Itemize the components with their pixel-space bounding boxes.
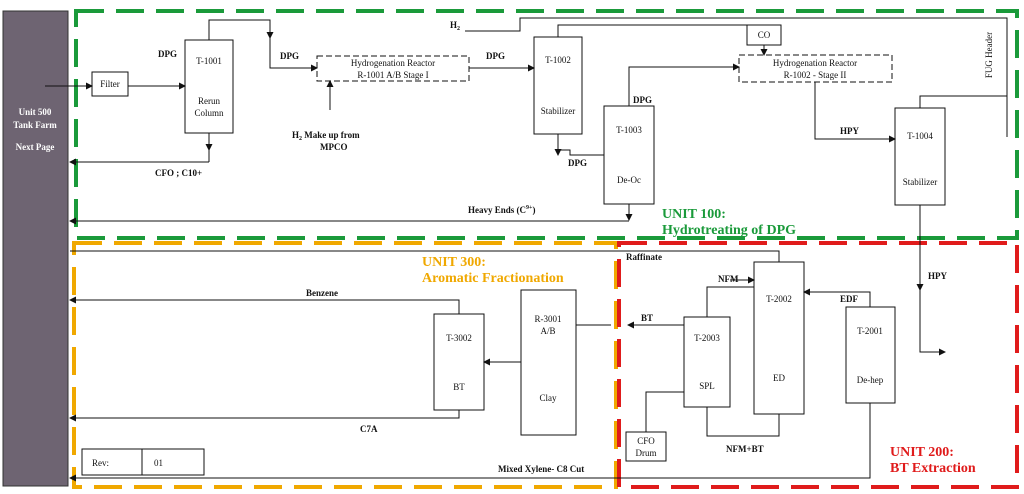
unit-200-title: UNIT 200: [890,445,954,460]
r3001-tag1: R-3001 [535,314,562,324]
tank-farm-line3: Next Page [16,142,55,152]
t2003-tag: T-2003 [694,333,720,343]
column-t2003 [683,316,731,408]
h2-makeup-line2: MPCO [320,142,348,152]
column-t1004 [894,107,946,206]
stream-benzene: Benzene [306,288,338,298]
column-t2002 [753,261,805,415]
stream-bt: BT [641,313,653,323]
reactor-r1001 [316,55,470,82]
stream-heavy-ends: Heavy Ends (C9+) [468,205,535,215]
column-t2001 [845,306,896,404]
stream-hpy-2: HPY [928,271,947,281]
cfo-drum-label2: Drum [636,448,657,458]
h2-makeup-line1: H2 Make up from [292,130,360,142]
r1001-tag: R-1001 A/B Stage I [357,70,428,80]
stream-dpg-2: DPG [486,51,505,61]
t1004-tag: T-1004 [907,131,933,141]
unit-100-title: UNIT 100: [662,207,726,222]
t2001-name: De-hep [857,375,884,385]
stream-dpg-in: DPG [158,49,177,59]
fug-header-label: FUG Header [984,32,994,78]
column-t1002 [533,36,583,135]
rev-value: 01 [154,458,163,468]
stream-raffinate: Raffinate [626,252,662,262]
t1003-name: De-Oc [617,175,641,185]
column-t1003 [603,105,655,205]
clay-treater-r3001 [520,289,577,436]
revision-box [81,448,205,476]
stream-dpg-4: DPG [633,95,652,105]
t1001-tag: T-1001 [196,56,222,66]
t1002-tag: T-1002 [545,55,571,65]
unit-200-boundary [617,241,1019,489]
t2001-tag: T-2001 [857,326,883,336]
unit-100-subtitle: Hydrotreating of DPG [662,223,796,238]
t1001-name1: Rerun [198,96,220,106]
stream-dpg-1: DPG [280,51,299,61]
r1002-name: Hydrogenation Reactor [773,58,857,68]
stream-hpy-1: HPY [840,126,859,136]
column-t3002 [433,313,485,411]
tank-farm-line2: Tank Farm [13,120,57,130]
t2003-name: SPL [699,381,715,391]
stream-nfm: NFM [718,274,739,284]
unit-100-boundary [74,9,1019,240]
co-label: CO [758,30,771,40]
filter-box [91,71,129,97]
r3001-tag2: A/B [540,326,555,336]
h2-top-label: H2 [450,20,460,32]
unit-300-title: UNIT 300: [422,255,486,270]
unit-300-boundary [72,241,618,489]
column-t1001 [184,39,234,134]
unit-300-subtitle: Aromatic Fractionation [422,271,564,286]
cfo-drum [625,431,667,462]
t2002-name: ED [773,373,785,383]
unit-200-subtitle: BT Extraction [890,461,976,476]
t1004-name: Stabilizer [903,177,938,187]
r1001-name: Hydrogenation Reactor [351,58,435,68]
t3002-tag: T-3002 [446,333,472,343]
stream-nfm-bt: NFM+BT [726,444,764,454]
cfo-drum-label1: CFO [637,436,655,446]
stream-mixed-xylene: Mixed Xylene- C8 Cut [498,464,584,474]
stream-dpg-3: DPG [568,158,587,168]
t1003-tag: T-1003 [616,125,642,135]
t1001-name2: Column [194,108,224,118]
stream-cfo: CFO ; C10+ [155,168,202,178]
reactor-r1002 [738,54,893,83]
filter-label: Filter [100,79,120,89]
tank-farm-line1: Unit 500 [19,107,52,117]
t2002-tag: T-2002 [766,294,792,304]
r1002-tag: R-1002 - Stage II [784,70,847,80]
rev-label: Rev: [92,458,109,468]
stream-edf: EDF [840,294,859,304]
t3002-name: BT [453,382,465,392]
r3001-name: Clay [540,393,557,403]
stream-c7a: C7A [360,424,378,434]
t1002-name: Stabilizer [541,106,576,116]
tank-farm-bar [2,10,69,487]
